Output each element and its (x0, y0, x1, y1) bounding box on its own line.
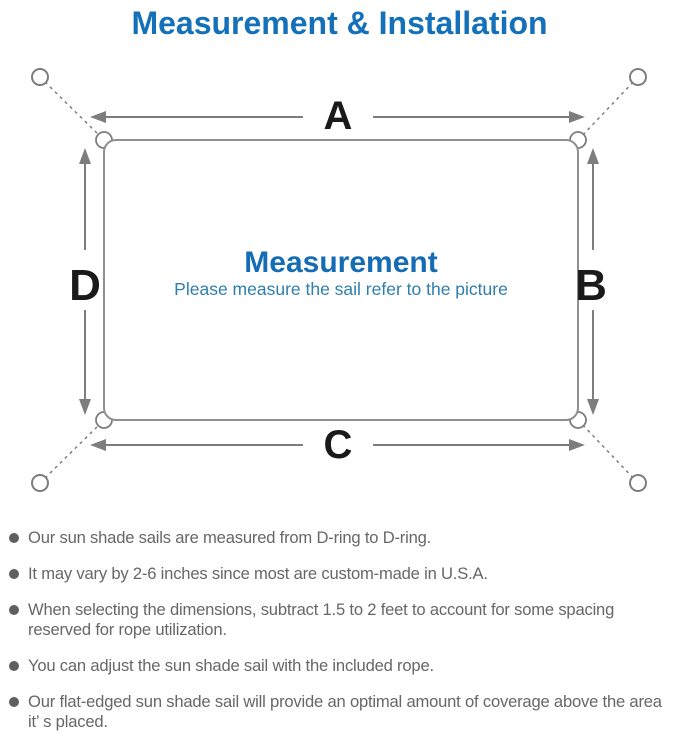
dimension-label-b: B (575, 261, 607, 310)
note-item: You can adjust the sun shade sail with t… (0, 656, 668, 676)
dimension-arrow-c: C (90, 423, 585, 467)
note-text: You can adjust the sun shade sail with t… (28, 656, 434, 675)
anchor-ring-top-right (629, 68, 647, 86)
center-title: Measurement (244, 246, 437, 279)
anchor-rope-bottom-left (39, 419, 105, 484)
arrowhead-d-up (79, 148, 91, 164)
arrowhead-a-left (90, 111, 106, 123)
dimension-arrow-d: D (69, 148, 101, 415)
anchor-ring-bottom-left (31, 474, 49, 492)
sail-measurement-diagram: A C D (0, 52, 679, 502)
anchor-ring-top-left (31, 68, 49, 86)
anchor-rope-bottom-right (577, 419, 639, 484)
bullet-dot (9, 661, 19, 671)
dimension-label-a: A (324, 94, 353, 138)
anchor-ring-bottom-right (629, 474, 647, 492)
arrowhead-c-right (569, 439, 585, 451)
bullet-dot (9, 697, 19, 707)
note-text: Our flat-edged sun shade sail will provi… (28, 692, 662, 731)
note-text: Our sun shade sails are measured from D-… (28, 528, 432, 547)
anchor-rope-top-right (577, 76, 639, 141)
diagram-svg: A C D (31, 68, 647, 492)
note-item: When selecting the dimensions, subtract … (0, 600, 668, 640)
arrowhead-a-right (569, 111, 585, 123)
dimension-arrow-a: A (90, 94, 585, 138)
arrowhead-b-up (587, 148, 599, 164)
note-text: When selecting the dimensions, subtract … (28, 600, 615, 639)
dimension-label-d: D (69, 261, 101, 310)
dimension-arrow-b: B (575, 148, 607, 415)
note-item: Our sun shade sails are measured from D-… (0, 528, 668, 548)
anchor-rope-top-left (39, 76, 105, 141)
arrowhead-c-left (90, 439, 106, 451)
arrowhead-b-down (587, 399, 599, 415)
dimension-label-c: C (324, 423, 353, 467)
center-subtitle: Please measure the sail refer to the pic… (174, 279, 508, 299)
notes-list: Our sun shade sails are measured from D-… (0, 528, 679, 748)
note-item: Our flat-edged sun shade sail will provi… (0, 692, 668, 732)
sail-outline (103, 139, 579, 421)
note-item: It may vary by 2-6 inches since most are… (0, 564, 668, 584)
note-text: It may vary by 2-6 inches since most are… (28, 564, 488, 583)
bullet-dot (9, 569, 19, 579)
page-title: Measurement & Installation (131, 5, 548, 41)
bullet-dot (9, 605, 19, 615)
arrowhead-d-down (79, 399, 91, 415)
bullet-dot (9, 533, 19, 543)
